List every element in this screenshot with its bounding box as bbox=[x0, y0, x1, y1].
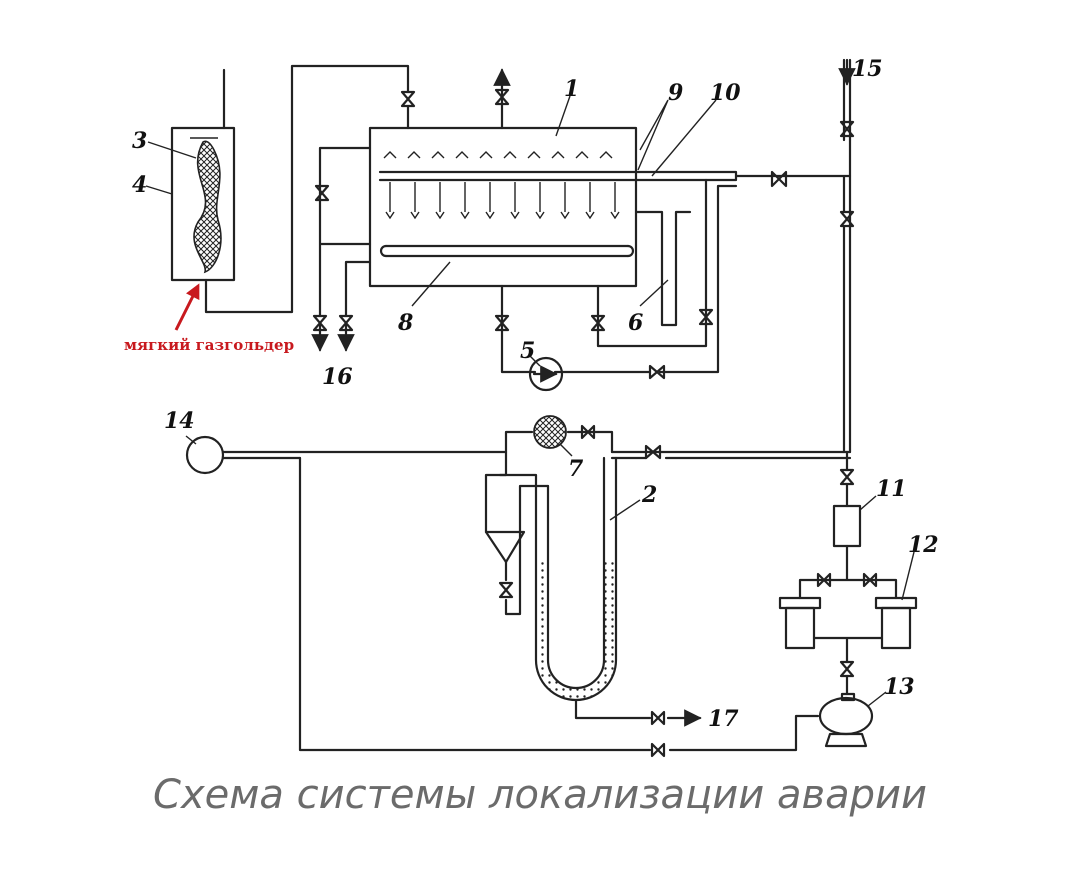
label-8: 8 bbox=[397, 310, 413, 336]
label-10: 10 bbox=[710, 80, 741, 106]
label-5: 5 bbox=[520, 338, 535, 364]
number-labels: 1 2 3 4 5 6 7 8 9 10 11 12 13 14 15 16 1… bbox=[124, 56, 939, 732]
label-15: 15 bbox=[852, 56, 883, 82]
vessels-12 bbox=[778, 596, 918, 696]
red-pointer-arrow bbox=[174, 283, 200, 331]
pump-5 bbox=[528, 356, 564, 392]
filter-11 bbox=[798, 450, 898, 600]
leader-lines bbox=[145, 95, 915, 707]
label-17: 17 bbox=[708, 706, 739, 732]
label-16: 16 bbox=[322, 364, 353, 390]
diagram-caption: Схема системы локализации аварии bbox=[153, 772, 927, 818]
main-tank bbox=[318, 126, 738, 374]
label-11: 11 bbox=[876, 476, 907, 502]
main-line bbox=[185, 435, 852, 758]
sensor-7 bbox=[504, 415, 614, 454]
label-6: 6 bbox=[628, 310, 643, 336]
gasholder-box bbox=[170, 64, 410, 314]
label-3: 3 bbox=[132, 128, 147, 154]
label-13: 13 bbox=[884, 674, 915, 700]
soft-gasholder-label: мягкий газгольдер bbox=[124, 336, 294, 354]
label-9: 9 bbox=[668, 80, 683, 106]
pump-13 bbox=[818, 692, 874, 748]
top-valves bbox=[311, 58, 856, 454]
label-7: 7 bbox=[568, 456, 584, 482]
soft-gasholder-bag bbox=[193, 140, 222, 274]
u-tube-2 bbox=[484, 450, 700, 724]
label-1: 1 bbox=[564, 76, 579, 102]
u-tube-liquid bbox=[536, 560, 616, 700]
label-14: 14 bbox=[164, 408, 195, 434]
label-4: 4 bbox=[132, 172, 147, 198]
label-12: 12 bbox=[908, 532, 939, 558]
label-2: 2 bbox=[641, 482, 657, 508]
